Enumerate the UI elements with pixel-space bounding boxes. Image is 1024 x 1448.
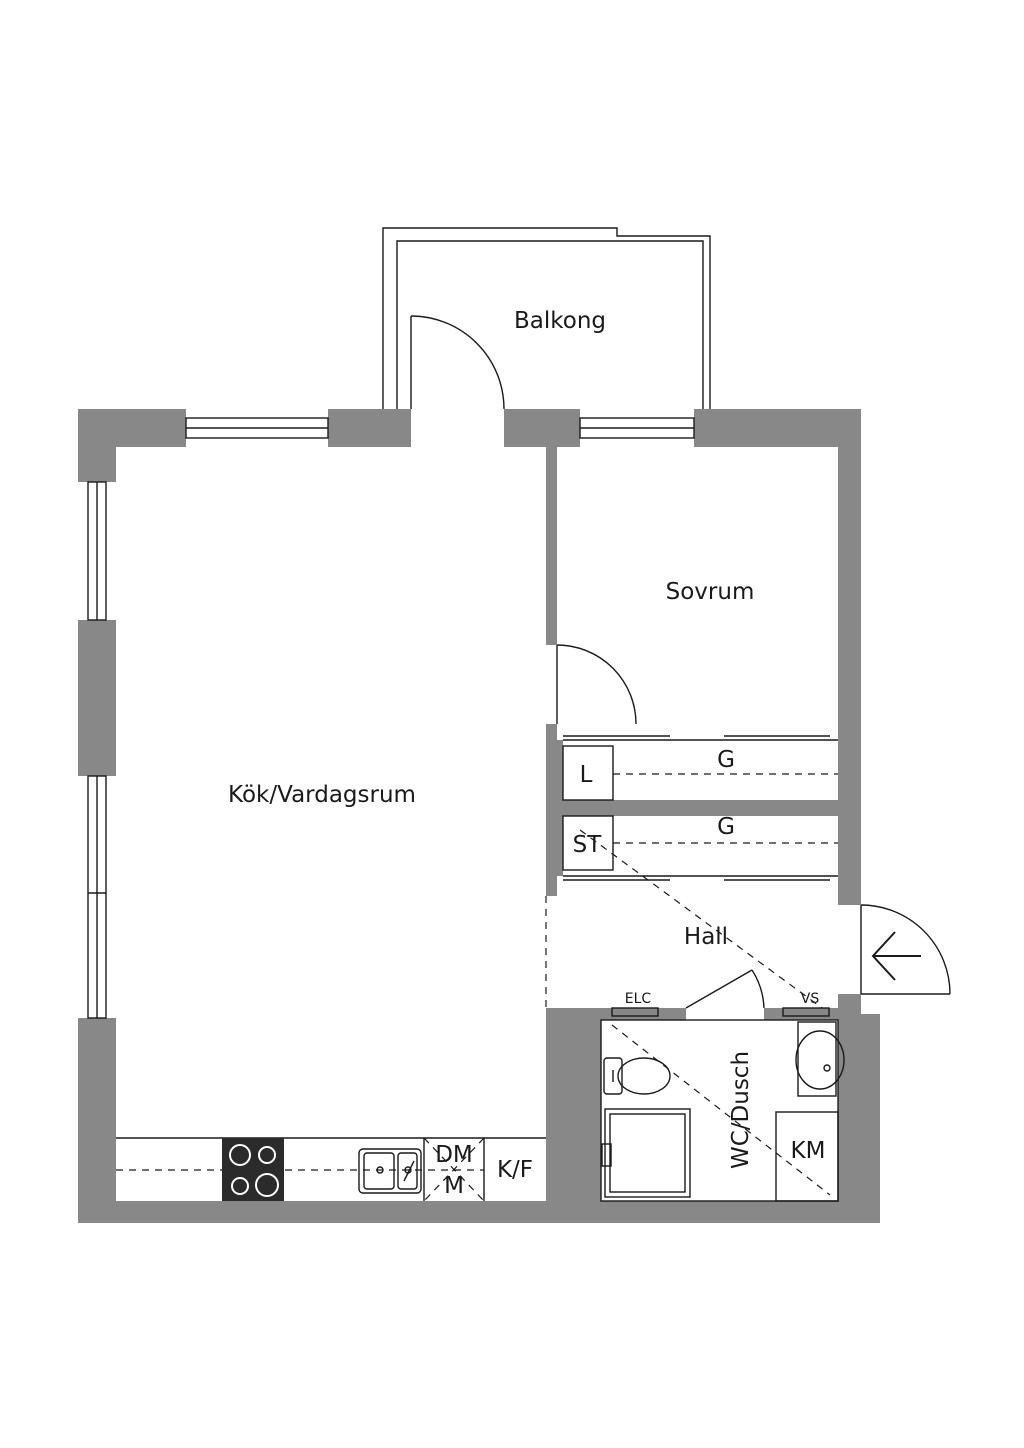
doors <box>410 315 951 1009</box>
linen-closet-label: L <box>580 762 593 788</box>
exterior-walls <box>78 409 880 1223</box>
electric-panel <box>611 1007 659 1017</box>
dishwasher-label: DM <box>435 1142 473 1168</box>
water-heater-label: VS <box>801 991 820 1007</box>
water-heater <box>782 1007 830 1017</box>
washing-machine-label: KM <box>791 1138 826 1164</box>
wardrobe-lower-label: G <box>717 814 735 840</box>
wardrobes <box>562 735 838 1009</box>
shower-icon <box>601 1108 691 1198</box>
balcony-label: Balkong <box>514 308 606 334</box>
bedroom-label: Sovrum <box>666 579 755 605</box>
toilet-icon <box>603 1057 671 1095</box>
kitchen-counter <box>116 1137 546 1202</box>
bathroom-label: WC/Dusch <box>728 1051 754 1169</box>
wardrobe-upper-label: G <box>717 747 735 773</box>
electric-label: ELC <box>625 991 652 1007</box>
balcony <box>382 227 711 410</box>
windows <box>87 417 695 1019</box>
fridge-freezer-label: K/F <box>497 1157 533 1183</box>
hall-label: Hall <box>684 924 728 950</box>
entrance-arrow-icon <box>871 931 921 981</box>
bathroom-fixtures <box>600 1019 845 1202</box>
sink-icon <box>358 1148 422 1194</box>
microwave-label: M <box>444 1173 464 1199</box>
kitchen-living-label: Kök/Vardagsrum <box>228 782 416 808</box>
basin-icon <box>795 1021 845 1097</box>
storage-label: ST <box>573 832 603 858</box>
